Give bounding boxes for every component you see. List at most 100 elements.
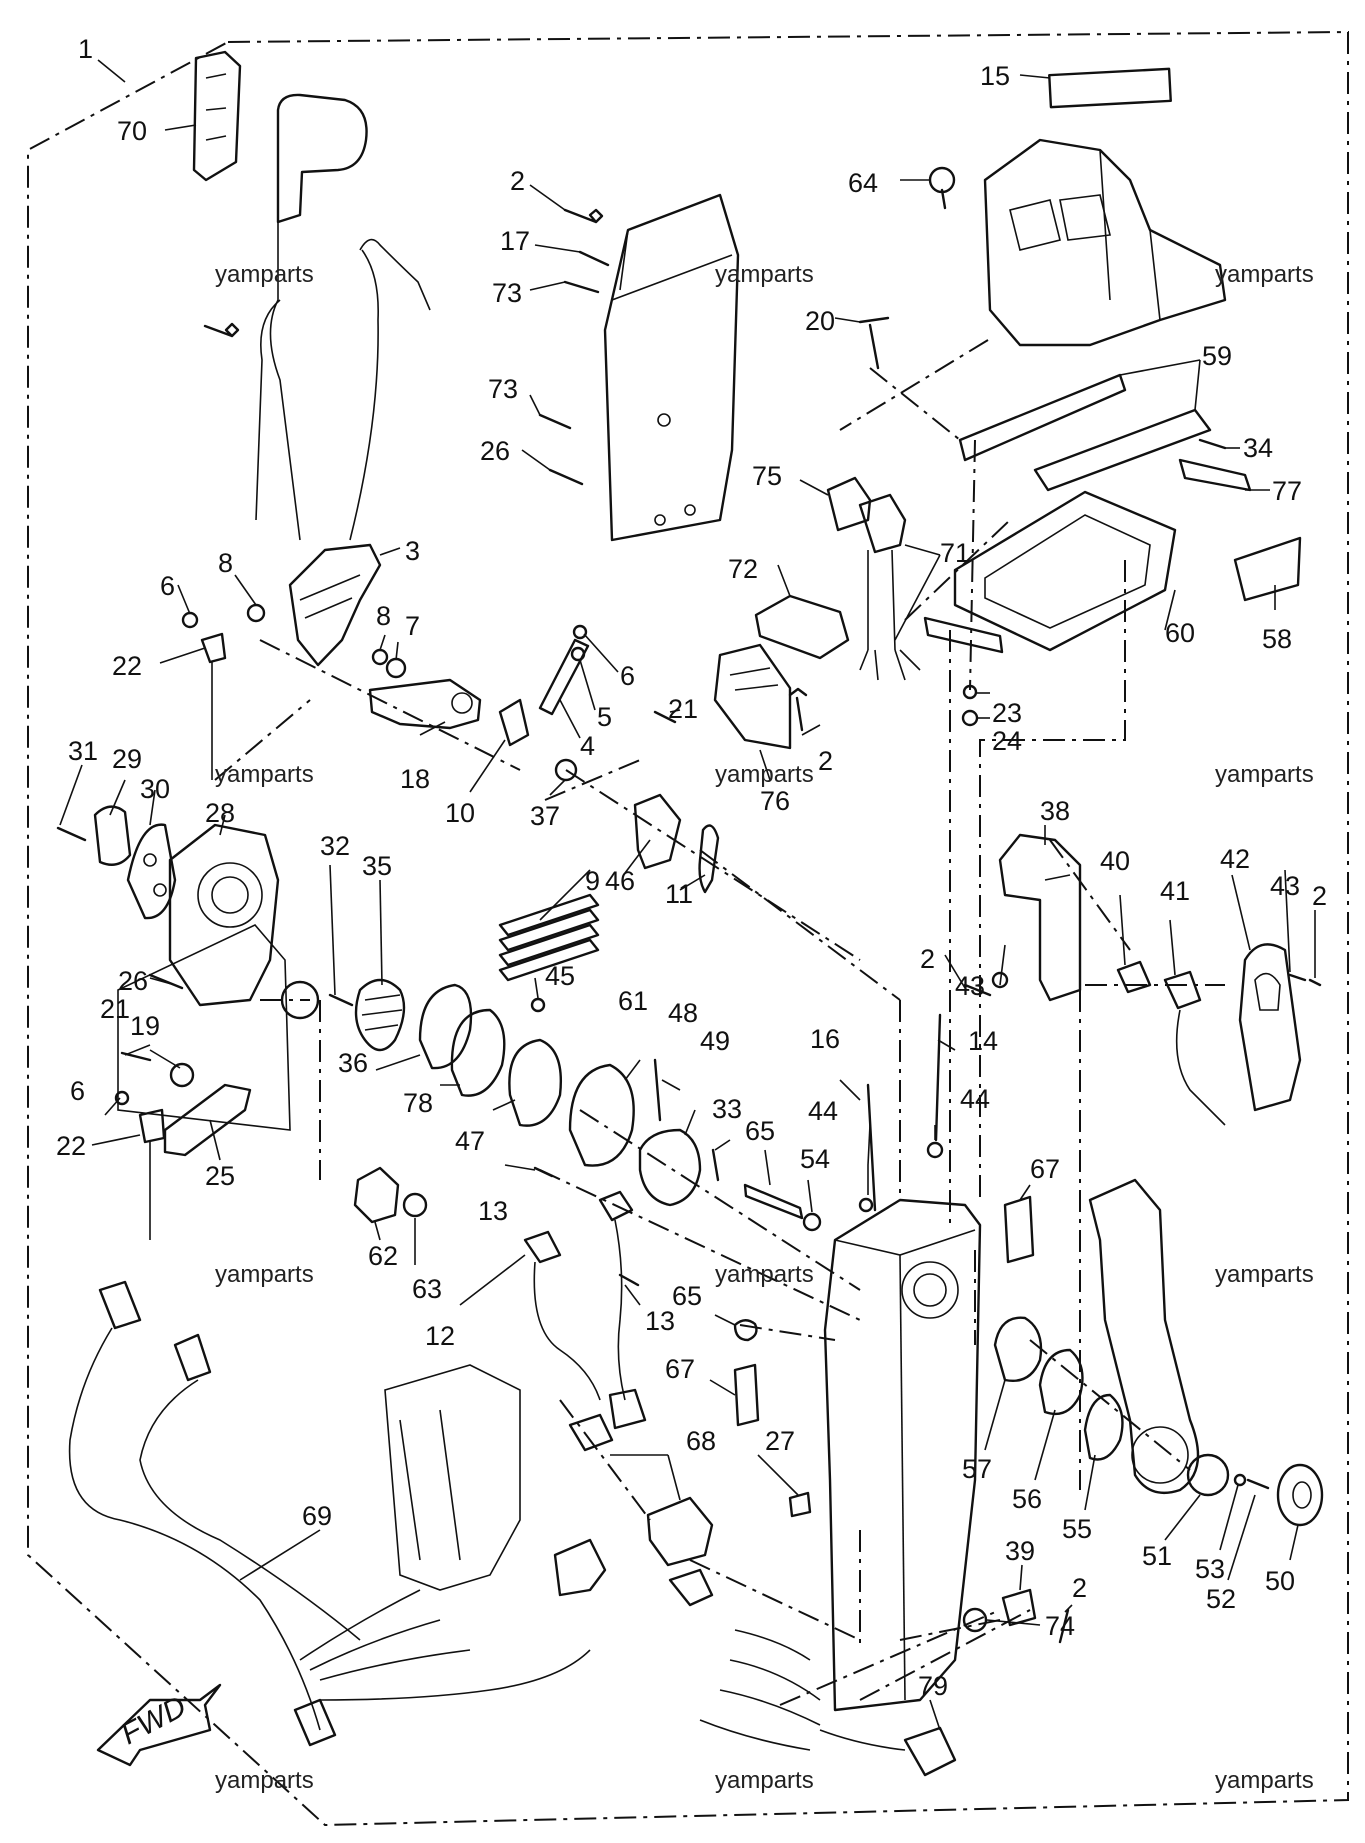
part-7-clip (385, 657, 407, 679)
callout-60: 60 (1165, 618, 1195, 648)
control-handle (255, 93, 431, 541)
watermark: yamparts (215, 1261, 314, 1288)
callout-48: 48 (668, 998, 698, 1028)
part-22-rod-b (138, 1108, 166, 1240)
wiring-connector-left (553, 1413, 614, 1597)
callout-6c: 6 (70, 1076, 85, 1106)
callout-18: 18 (400, 764, 430, 794)
callout-27: 27 (765, 1426, 795, 1456)
part-28-housing (168, 823, 280, 1007)
part-25-bracket (163, 1083, 252, 1157)
callout-15: 15 (980, 61, 1010, 91)
callout-45: 45 (545, 961, 575, 991)
callout-53: 53 (1195, 1554, 1225, 1584)
callout-2c: 2 (1312, 881, 1327, 911)
callout-33: 33 (712, 1094, 742, 1124)
part-43-washer (991, 971, 1009, 989)
watermark: yamparts (215, 1767, 314, 1794)
watermark: yamparts (215, 261, 314, 288)
callout-9: 9 (585, 866, 600, 896)
part-2-screw-e (1058, 1608, 1070, 1644)
callout-78: 78 (403, 1088, 433, 1118)
part-5-pin (570, 646, 586, 662)
part-65-shaft (743, 1183, 804, 1220)
part-67-pad-b (733, 1363, 760, 1427)
callout-21b: 21 (100, 994, 130, 1024)
callout-65b: 65 (672, 1281, 702, 1311)
callout-29: 29 (112, 744, 142, 774)
callout-73b: 73 (488, 374, 518, 404)
watermark: yamparts (1215, 1767, 1314, 1794)
callout-63: 63 (412, 1274, 442, 1304)
part-14-rod (934, 1013, 942, 1142)
part-15-plate (1048, 67, 1172, 109)
callout-69: 69 (302, 1501, 332, 1531)
callout-39: 39 (1005, 1536, 1035, 1566)
part-70-lever-cover (192, 50, 242, 182)
callout-65: 65 (745, 1116, 775, 1146)
fwd-direction-arrow: FWD (96, 1683, 222, 1767)
part-26-screw (548, 468, 584, 486)
callout-28: 28 (205, 798, 235, 828)
part-10-bracket (498, 698, 530, 747)
part-65-plug (733, 1319, 758, 1342)
callout-46: 46 (605, 866, 635, 896)
part-34-screw (1198, 438, 1227, 450)
callout-6: 6 (160, 571, 175, 601)
callout-50: 50 (1265, 1566, 1295, 1596)
part-60-gasket (953, 490, 1177, 652)
part-74-nut (962, 1607, 988, 1633)
part-17-screw (578, 250, 610, 267)
callout-71: 71 (940, 538, 970, 568)
callout-2e: 2 (1072, 1573, 1087, 1603)
watermark: yamparts (1215, 761, 1314, 788)
callout-67: 67 (1030, 1154, 1060, 1184)
callout-12: 12 (425, 1321, 455, 1351)
callout-43b: 43 (955, 971, 985, 1001)
callout-54: 54 (800, 1144, 830, 1174)
callout-5: 5 (597, 702, 612, 732)
callout-1: 1 (78, 34, 93, 64)
watermark: yamparts (715, 761, 814, 788)
callout-57: 57 (962, 1454, 992, 1484)
callout-19: 19 (130, 1011, 160, 1041)
part-36-ring (418, 983, 473, 1070)
part-62-cam (353, 1166, 400, 1224)
callout-73: 73 (492, 278, 522, 308)
part-44-nut (926, 1141, 944, 1159)
watermark: yamparts (715, 1767, 814, 1794)
part-72-plate (754, 594, 850, 660)
callout-43: 43 (1270, 871, 1300, 901)
callout-51: 51 (1142, 1541, 1172, 1571)
part-11-link (698, 824, 720, 894)
assembly-centerlines (214, 339, 1225, 1706)
callout-44: 44 (960, 1084, 990, 1114)
callout-49: 49 (700, 1026, 730, 1056)
part-53-washer (1233, 1473, 1247, 1487)
callout-67b: 67 (665, 1354, 695, 1384)
part-69-main-harness (68, 1280, 591, 1747)
part-6-clip-c (114, 1090, 130, 1106)
callout-24: 24 (992, 726, 1022, 756)
callout-75: 75 (752, 461, 782, 491)
callout-16: 16 (810, 1024, 840, 1054)
callout-41: 41 (1160, 876, 1190, 906)
part-2-screw-d (1308, 978, 1322, 987)
part-64-knob (928, 166, 956, 210)
part-43-screw (1288, 973, 1307, 982)
part-39-bracket (1001, 1588, 1037, 1627)
part-32-pin (328, 993, 354, 1007)
side-cover-panel (603, 193, 740, 542)
callout-31: 31 (68, 736, 98, 766)
callout-77: 77 (1272, 476, 1302, 506)
callout-21: 21 (668, 694, 698, 724)
callout-38: 38 (1040, 796, 1070, 826)
callout-13: 13 (478, 1196, 508, 1226)
part-21-screw (653, 710, 677, 724)
part-44-nut-b (858, 1197, 874, 1213)
part-35-spring (354, 978, 406, 1052)
callout-47: 47 (455, 1126, 485, 1156)
callout-32: 32 (320, 831, 350, 861)
part-30-plate (126, 823, 177, 920)
